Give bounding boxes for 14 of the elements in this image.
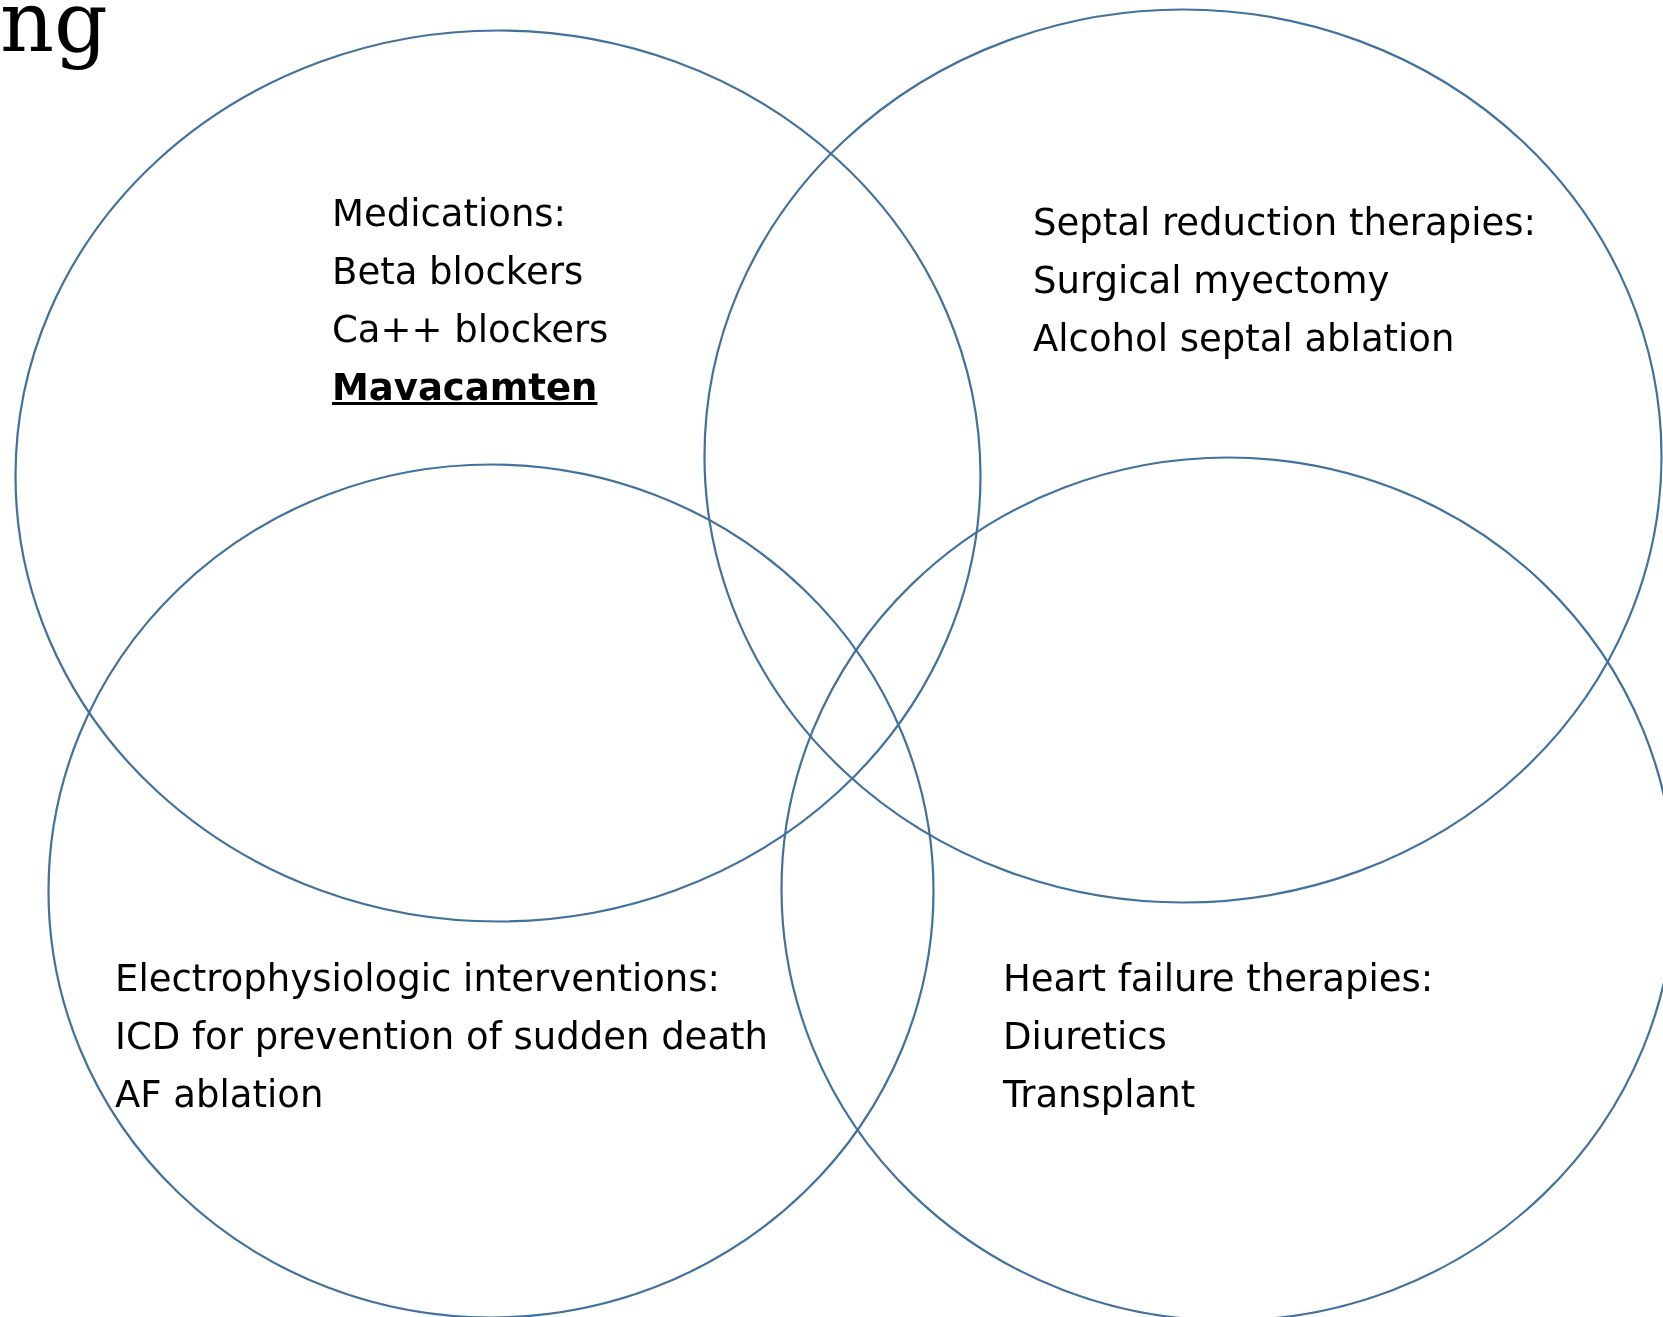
list-item: AF ablation	[115, 1072, 324, 1118]
list-item: Mavacamten	[332, 365, 598, 411]
list-item: Beta blockers	[332, 249, 584, 295]
title: ng	[0, 0, 108, 72]
category-heading: Medications:	[332, 191, 567, 237]
list-item: ICD for prevention of sudden death	[115, 1014, 768, 1060]
category-heading: Septal reduction therapies:	[1033, 200, 1536, 246]
list-item: Transplant	[1003, 1072, 1196, 1118]
category-heading: Electrophysiologic interventions:	[115, 956, 721, 1002]
list-item: Diuretics	[1003, 1014, 1167, 1060]
list-item: Ca++ blockers	[332, 307, 609, 353]
category-heading: Heart failure therapies:	[1003, 956, 1434, 1002]
list-item: Alcohol septal ablation	[1033, 316, 1455, 362]
list-item: Surgical myectomy	[1033, 258, 1390, 304]
